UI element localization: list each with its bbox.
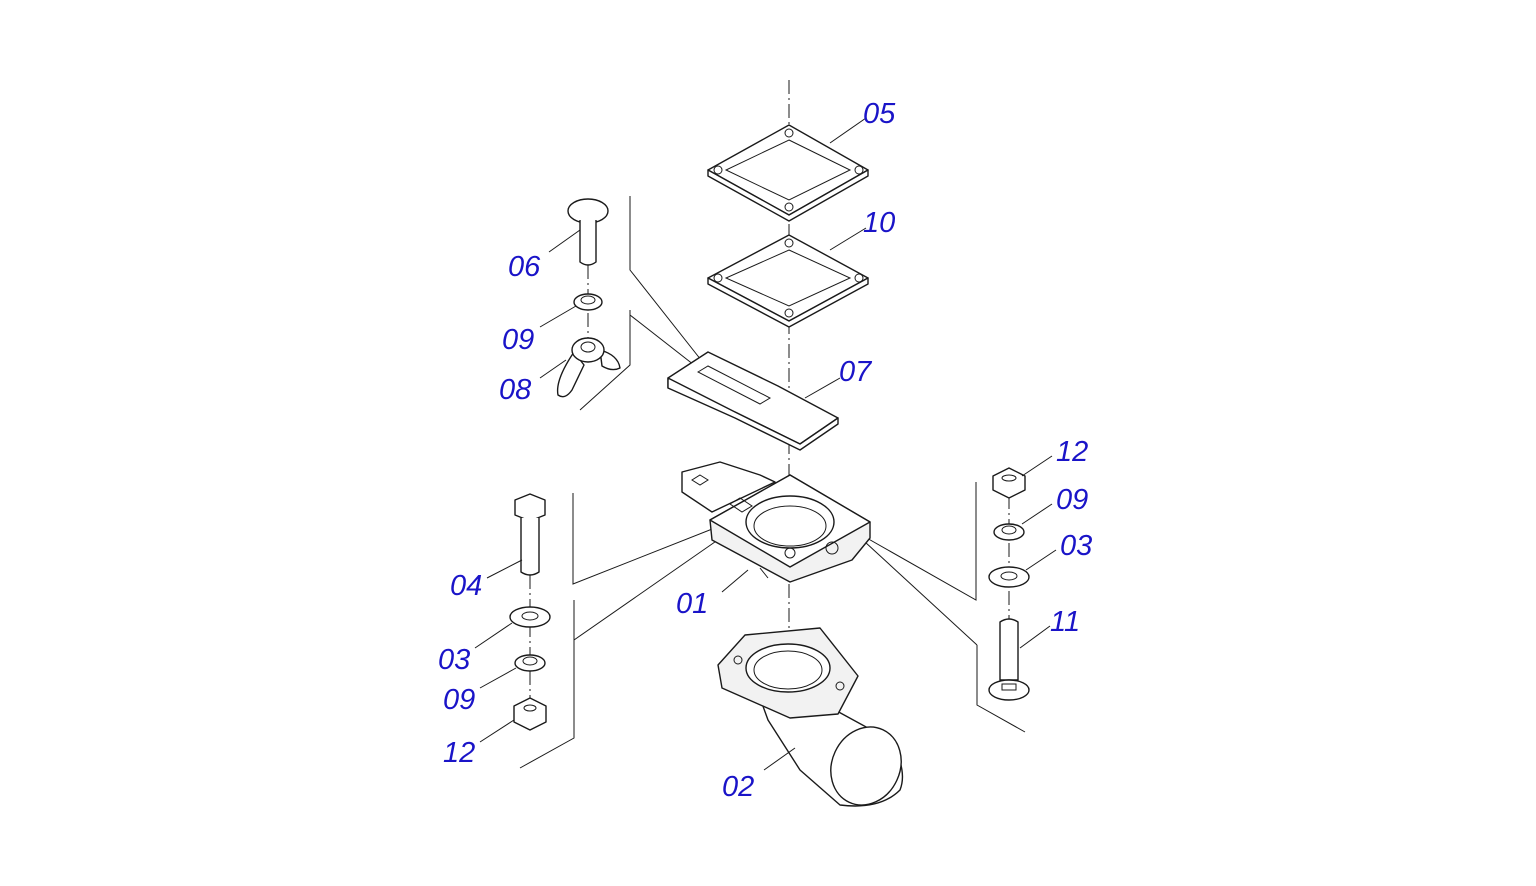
part-12-hex-nut-right [992,467,1026,499]
lower-left-leader [573,527,736,641]
part-12-hex-nut-left [513,697,547,731]
upper-left-bracket-line [629,196,706,366]
part-03-flat-washer-left [509,606,551,628]
label-05: 05 [863,98,896,130]
leader-03-right [1025,549,1057,571]
part-09-lock-washer-upper [573,293,603,311]
part-08-wing-nut [556,337,621,398]
leader-03-left [474,622,513,649]
part-04-hex-bolt [514,493,546,576]
label-09-right: 09 [1056,484,1088,516]
part-05-gasket [707,124,869,222]
label-01: 01 [676,588,708,620]
label-03-left: 03 [438,644,470,676]
label-11: 11 [1050,606,1080,638]
label-06: 06 [508,251,541,283]
label-02: 02 [722,771,754,803]
leader-10 [829,227,867,251]
label-03-right: 03 [1060,530,1092,562]
part-09-lock-washer-lower [514,654,546,672]
leader-05 [829,117,867,144]
leader-01 [721,569,749,593]
leader-07 [804,377,841,399]
part-07-slide-plate [667,351,839,451]
upper-left-bracket-line-2 [579,310,631,411]
leader-09-lower [479,667,517,689]
right-bracket-line [864,482,977,601]
label-08: 08 [499,374,531,406]
leader-12-right [1021,455,1053,477]
label-04: 04 [450,570,482,602]
lower-right-bracket-line [976,645,1026,733]
part-11-carriage-bolt [988,618,1030,701]
leader-09-upper [539,305,577,328]
label-09-lower: 09 [443,684,475,716]
label-12-right: 12 [1056,436,1088,468]
label-12-left: 12 [443,737,475,769]
label-10: 10 [863,207,895,239]
label-09-upper: 09 [502,324,534,356]
leader-09-right [1021,503,1053,525]
label-07: 07 [839,356,873,388]
leader-12-left [479,719,515,743]
lower-right-leader [864,541,978,646]
leader-08 [539,359,567,379]
part-06-carriage-bolt [567,198,609,266]
leader-06 [548,229,581,253]
mid-left-bracket-line [572,493,736,585]
part-02-spout [717,627,904,807]
part-09-lock-washer-right [993,523,1025,541]
lower-left-bracket-line [519,600,575,769]
leader-02 [763,747,796,771]
leader-04 [486,559,523,579]
leader-11 [1019,625,1051,649]
part-03-flat-washer-right [988,566,1030,588]
part-10-gasket [707,234,869,328]
part-01-housing [681,461,871,583]
